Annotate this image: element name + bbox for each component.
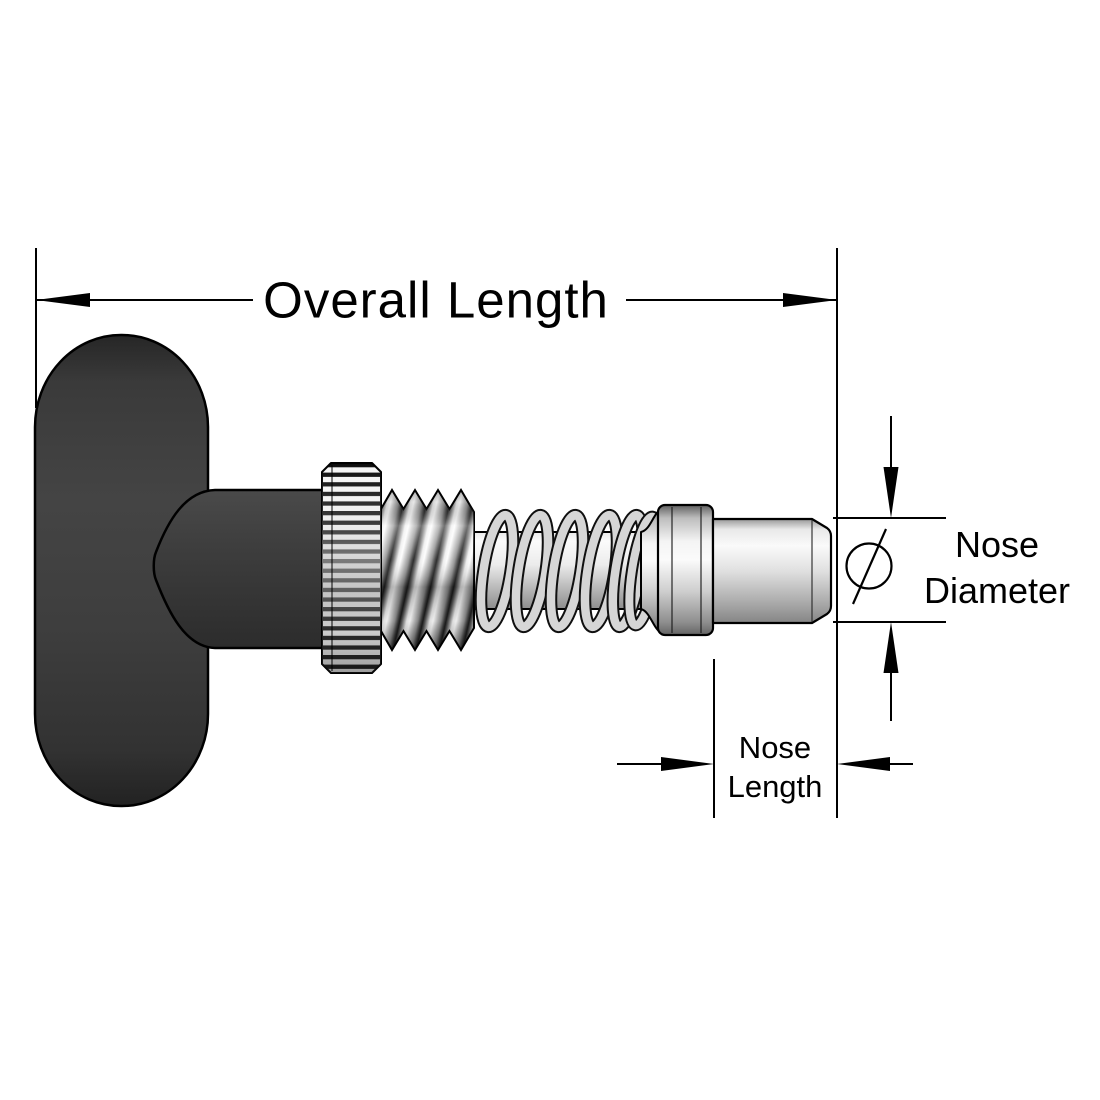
spring-coil: [474, 508, 520, 634]
nose-length-label: Nose Length: [728, 728, 823, 806]
nose-diameter-dimension: [833, 416, 946, 721]
nose-pin: [711, 517, 833, 625]
nose-diameter-label-line1: Nose: [954, 524, 1040, 565]
knurled-nut: [321, 462, 382, 674]
arrowhead-left-icon: [837, 757, 890, 771]
arrowhead-down-icon: [883, 467, 899, 518]
nose-collar: [656, 503, 715, 637]
diameter-symbol-slash: [851, 528, 888, 605]
nose-pin-body: [711, 517, 833, 625]
arrowhead-right-icon: [783, 293, 837, 307]
threaded-body: [380, 488, 475, 652]
overall-length-label: Overall Length: [263, 271, 609, 329]
knurled-nut-shading: [322, 463, 381, 673]
overall-length-dimension: [35, 248, 838, 818]
arrowhead-right-icon: [661, 757, 714, 771]
arrowhead-up-icon: [883, 622, 899, 673]
arrowhead-left-icon: [36, 293, 90, 307]
nose-diameter-label-line2: Diameter: [923, 570, 1071, 611]
spring-coil: [544, 508, 590, 634]
diameter-symbol-circle: [845, 542, 893, 590]
diameter-symbol: [845, 528, 893, 605]
nose-length-dimension: [617, 659, 913, 818]
spring-coil: [509, 508, 555, 634]
handle-hub-stem: [152, 488, 325, 650]
plunger-assembly: [33, 333, 833, 808]
nose-length-label-line1: Nose: [738, 730, 812, 765]
dimension-lines: [35, 248, 946, 818]
nose-diameter-label: Nose Diameter: [924, 522, 1070, 614]
nose-collar-body: [656, 503, 715, 637]
nose-length-label-line2: Length: [727, 769, 823, 804]
thread-shading: [381, 490, 474, 650]
